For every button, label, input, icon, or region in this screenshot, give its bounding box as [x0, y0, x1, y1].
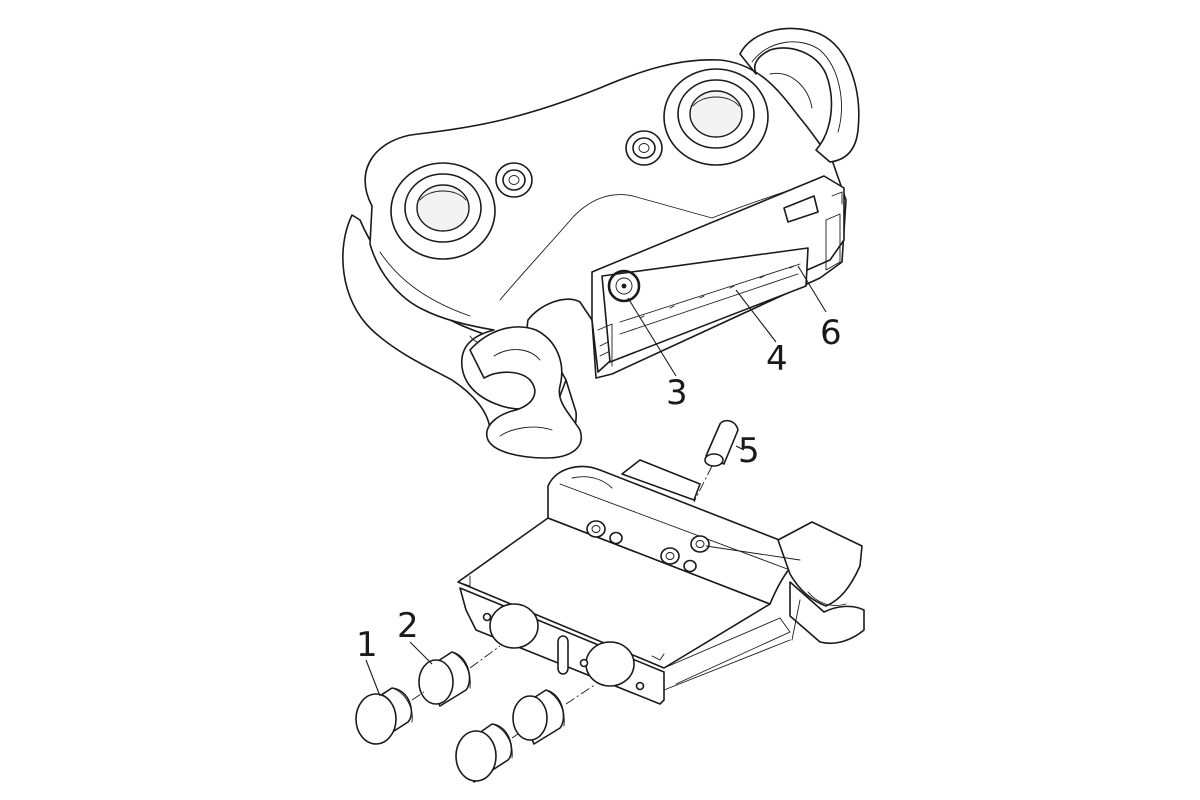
- cradle-lip: [457, 575, 665, 661]
- callout-3: 3: [666, 373, 688, 413]
- cradle-hump-ridge: [559, 476, 791, 571]
- locking-plate-slots: [639, 265, 795, 319]
- bushing-1-lower: [455, 723, 513, 783]
- bushings: [355, 645, 597, 783]
- coupler-right-hook: [739, 27, 860, 163]
- locking-plate-tab: [783, 195, 819, 223]
- leader-2: [409, 641, 433, 665]
- grease-nipple-center: [621, 283, 627, 289]
- leader-4: [735, 289, 777, 343]
- pin-body: [705, 419, 739, 465]
- coupler-front-jaw-inner: [493, 349, 553, 437]
- front-bore-small-mid: [579, 658, 589, 668]
- leader-3: [627, 297, 677, 377]
- callout-1: 1: [356, 625, 378, 665]
- coupler-plate-ridge: [499, 177, 823, 301]
- leader-lines: [365, 265, 827, 697]
- coupler-front-jaw: [469, 326, 583, 459]
- coupler-frame: [342, 27, 860, 459]
- right-boss-bore-depth: [692, 96, 740, 107]
- front-bore-right: [585, 641, 635, 687]
- hump-bolt-1: [586, 520, 623, 545]
- cradle-right-rail: [663, 617, 791, 691]
- cradle-hump: [547, 465, 811, 605]
- bushing-axis-lower: [511, 683, 597, 739]
- left-boss-bore: [416, 184, 470, 232]
- callout-2: 2: [397, 606, 419, 646]
- pin: [693, 419, 739, 503]
- cradle-bracket: [457, 459, 865, 705]
- leader-1: [365, 659, 381, 697]
- bushing-2-lower: [512, 689, 565, 745]
- right-boss-bore: [689, 90, 743, 138]
- grease-nipple-cap: [615, 277, 633, 295]
- hump-centerline: [705, 545, 801, 561]
- housing-end-block: [825, 191, 843, 271]
- left-boss-bore-depth: [419, 190, 467, 201]
- front-bore-small-left: [482, 612, 492, 622]
- top-plate-bolt-right: [625, 130, 663, 166]
- leader-5: [735, 445, 745, 451]
- hump-bolt-3: [660, 547, 697, 573]
- bushing-2-upper: [418, 651, 471, 707]
- hump-bolt-2: [690, 535, 710, 553]
- top-plate-bolt-left: [495, 162, 533, 198]
- cradle-rear-block: [621, 459, 701, 501]
- pin-tip: [704, 453, 724, 467]
- cradle-saddle-inner: [791, 591, 847, 641]
- grease-nipple-ring: [607, 269, 641, 303]
- leader-6: [797, 265, 827, 313]
- front-bore-left: [489, 603, 539, 649]
- bushing-1-upper: [355, 687, 413, 745]
- callout-4: 4: [766, 339, 788, 379]
- cradle-saddle-jaw: [789, 581, 865, 645]
- callout-5: 5: [738, 431, 760, 471]
- bushing-axis-upper: [411, 645, 501, 701]
- coupler-right-hook-inner: [751, 41, 842, 133]
- callout-6: 6: [820, 313, 842, 353]
- housing-left-wall: [597, 323, 613, 367]
- locking-plate-groove-top: [619, 263, 801, 335]
- front-slot: [557, 635, 569, 675]
- cradle-saddle: [777, 521, 863, 607]
- front-bore-small-right: [635, 681, 645, 691]
- pin-axis: [693, 465, 713, 503]
